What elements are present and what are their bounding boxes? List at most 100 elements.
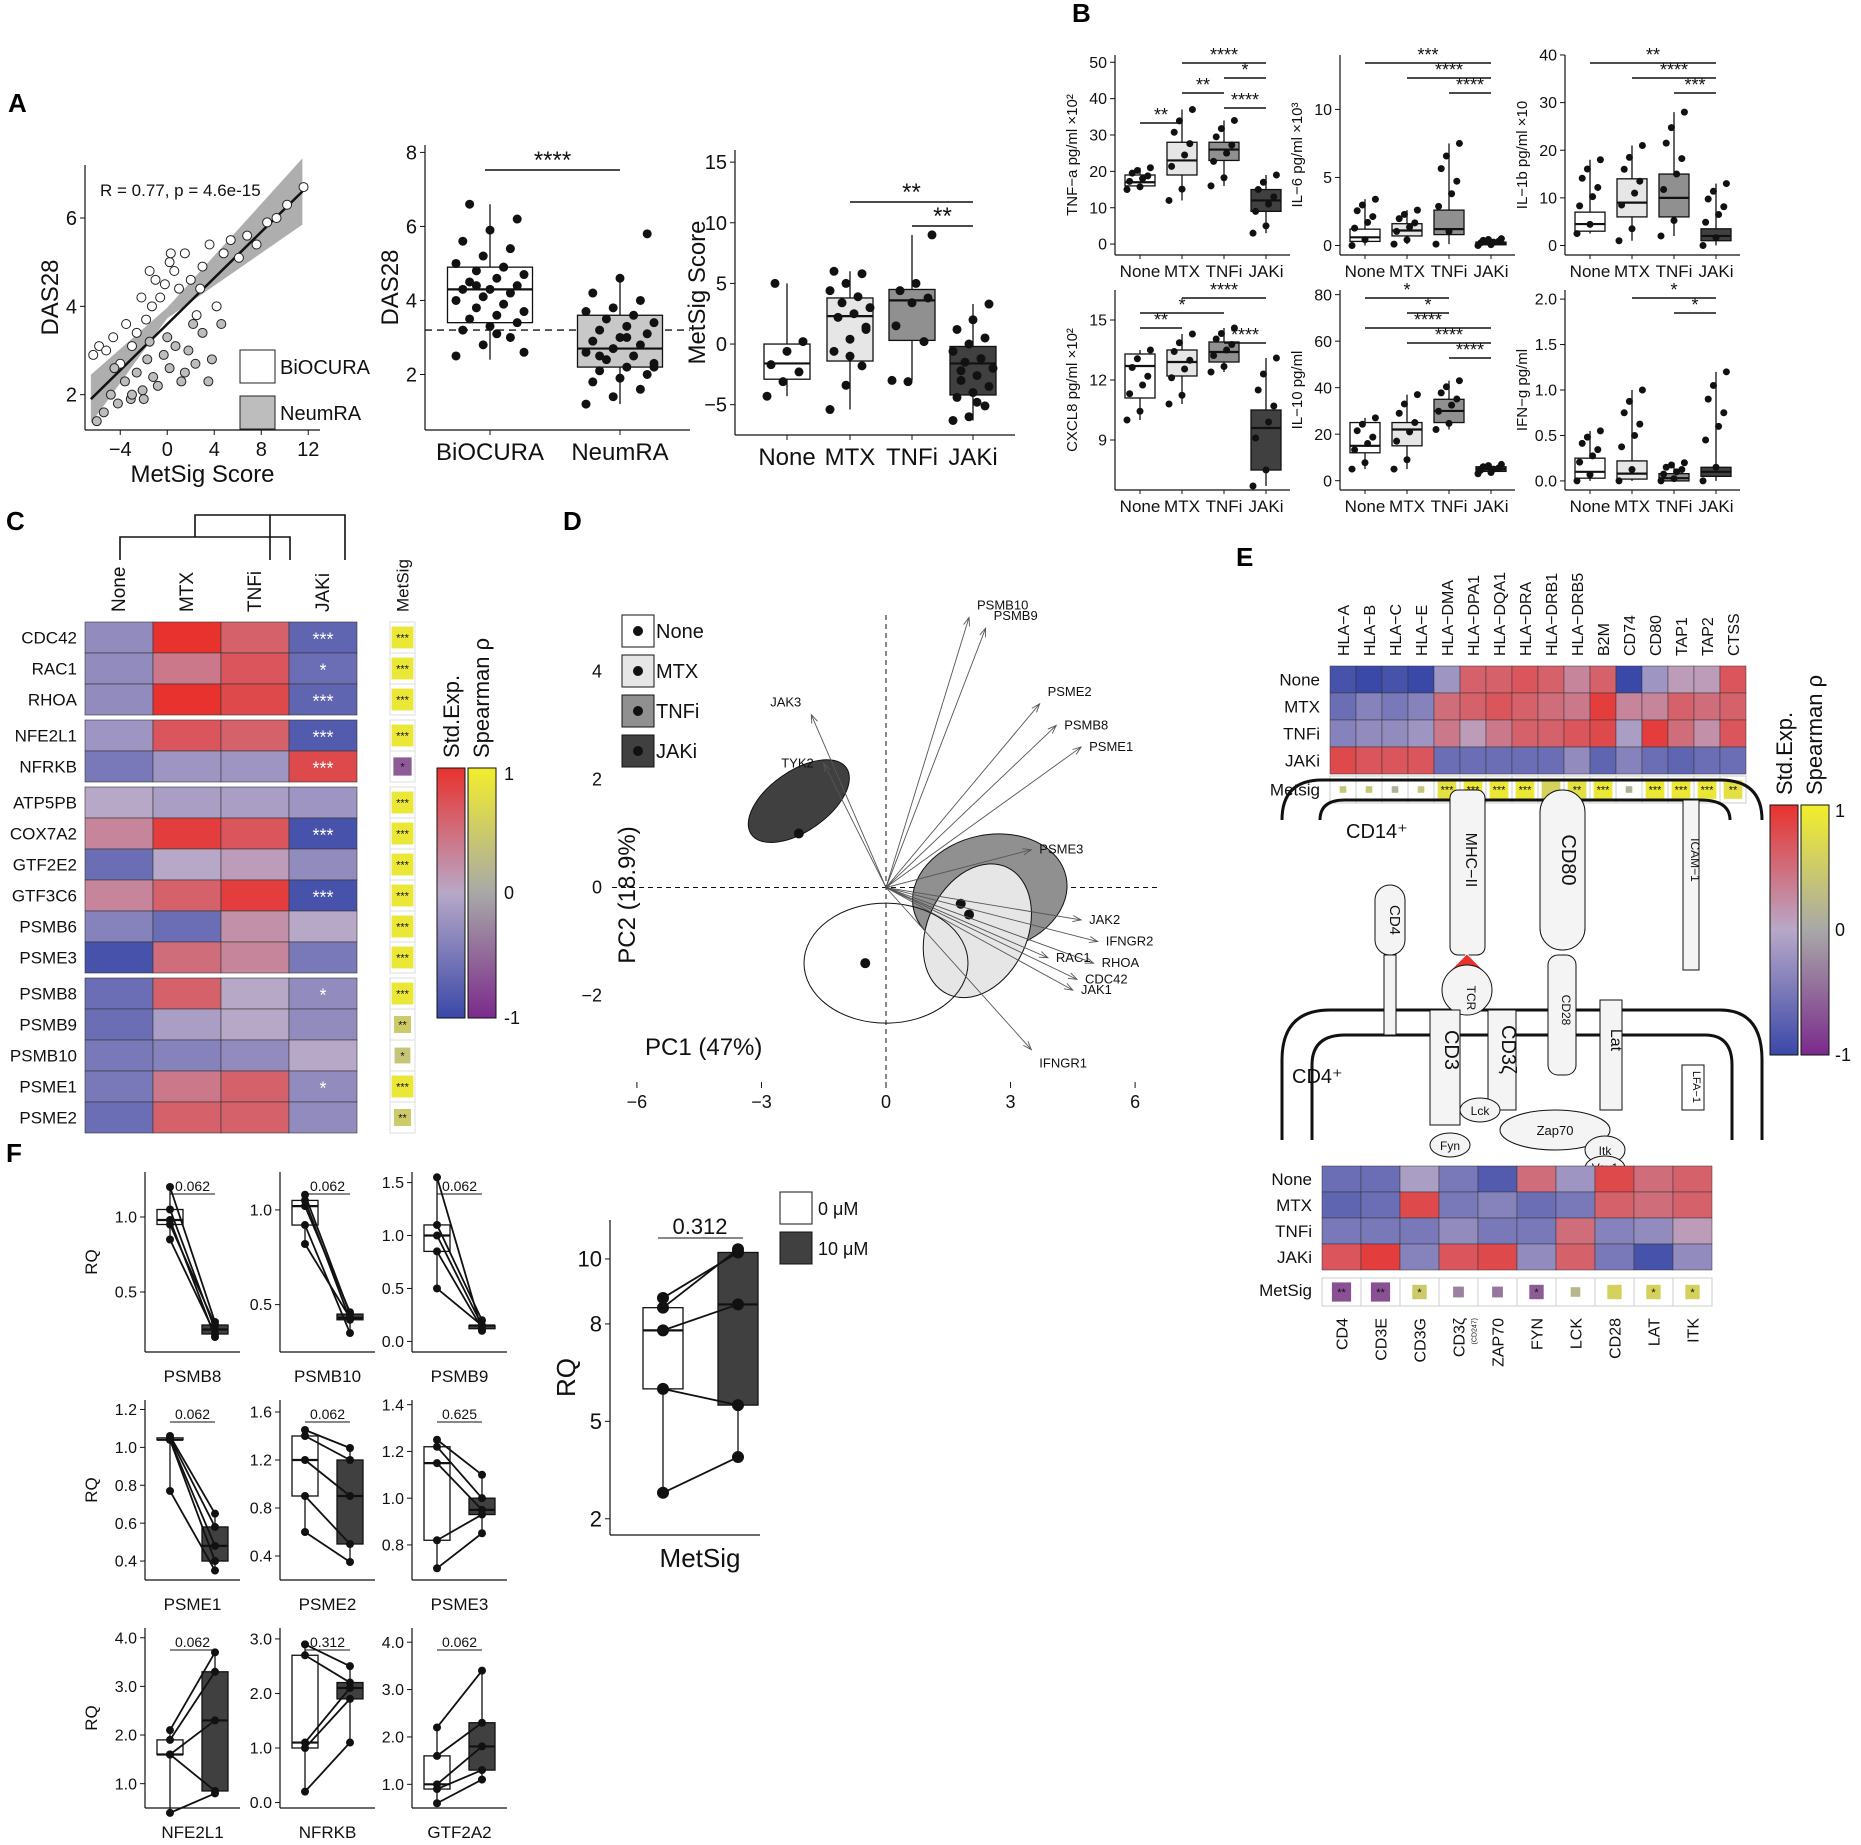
f-psme3-ytick-label: 1.2 bbox=[382, 1444, 404, 1461]
c-heat-cell bbox=[220, 910, 290, 943]
e-top-col-label: HLA−C bbox=[1388, 604, 1405, 656]
b3-point bbox=[1628, 225, 1636, 233]
e-bottom-heat-cell bbox=[1321, 1191, 1362, 1219]
c-row-label: RHOA bbox=[28, 691, 78, 710]
e-top-heat-cell bbox=[1433, 692, 1461, 721]
b5-xtick-label: MTX bbox=[1389, 497, 1425, 516]
b6-point bbox=[1715, 422, 1723, 430]
e-bottom-heat-cell bbox=[1477, 1191, 1518, 1219]
f-gtf2a2-point-0um bbox=[433, 1799, 441, 1808]
c-heat-cell bbox=[220, 941, 290, 974]
b1-point bbox=[1165, 196, 1173, 204]
f-metsig-point-10um bbox=[732, 1399, 744, 1412]
f-psme3-point-0um bbox=[433, 1536, 441, 1545]
e-top-heat-cell bbox=[1667, 692, 1695, 721]
a1-xtick-label: 4 bbox=[209, 439, 220, 461]
a3-xtick-label: MTX bbox=[825, 444, 876, 471]
c-corr-square bbox=[391, 1075, 414, 1098]
a1-ylabel: DAS28 bbox=[37, 259, 64, 335]
b3-point bbox=[1583, 165, 1591, 173]
a2-ylabel: DAS28 bbox=[377, 249, 404, 325]
b2-point bbox=[1400, 210, 1408, 218]
b2-point bbox=[1353, 207, 1361, 215]
e-legend-tick: 1 bbox=[1835, 801, 1845, 821]
a2-point bbox=[451, 258, 461, 268]
a2-point bbox=[622, 321, 632, 331]
b1-point bbox=[1186, 140, 1194, 148]
e-bottom-row-label: JAKi bbox=[1277, 1248, 1312, 1267]
b4-point bbox=[1272, 354, 1280, 362]
f-nfrkb-pair-line bbox=[304, 1687, 351, 1744]
b2-point bbox=[1479, 236, 1487, 244]
a1-ytick-label: 4 bbox=[66, 296, 77, 318]
e-bottom-col-label: CD3ζ bbox=[1452, 1318, 1469, 1357]
f-nfrkb-pair-line bbox=[304, 1643, 351, 1667]
f-nfe2l1-ylabel: RQ bbox=[82, 1705, 101, 1731]
a3-point bbox=[919, 337, 929, 347]
a2-point bbox=[635, 384, 645, 394]
a1-xtick-label: 8 bbox=[256, 439, 267, 461]
a3-point bbox=[825, 286, 835, 296]
a2-point bbox=[642, 369, 652, 379]
b4-point bbox=[1207, 368, 1215, 376]
e-top-heat-cell bbox=[1667, 746, 1695, 775]
c-heat-cell bbox=[220, 719, 290, 752]
e-top-corr-stars: ** bbox=[1729, 785, 1738, 797]
b2-point bbox=[1411, 219, 1419, 227]
b4-point bbox=[1254, 386, 1262, 394]
f-nfe2l1-pair-line bbox=[169, 1671, 216, 1741]
b5-point bbox=[1358, 420, 1366, 428]
b6-ytick-label: 0.5 bbox=[1535, 428, 1557, 445]
e-bottom-heat-cell bbox=[1672, 1217, 1713, 1245]
d-legend-dot bbox=[633, 626, 643, 636]
c-row-label: PSME3 bbox=[19, 949, 77, 968]
c-heat-cell bbox=[152, 817, 222, 850]
a2-point bbox=[642, 229, 652, 239]
d-legend-label-jaki: JAKi bbox=[656, 741, 697, 763]
loading-arrow bbox=[885, 703, 1040, 888]
c-heat-cell bbox=[288, 683, 358, 716]
a3-point bbox=[841, 278, 851, 288]
b3-point bbox=[1615, 237, 1623, 245]
e-top-heat-cell bbox=[1459, 692, 1487, 721]
centroid-jaki bbox=[793, 828, 804, 839]
b3-point bbox=[1631, 189, 1639, 197]
a3-point bbox=[798, 337, 808, 347]
b1-point bbox=[1254, 186, 1262, 194]
c-heat-cell bbox=[288, 1008, 358, 1041]
e-bottom-heat-cell bbox=[1516, 1243, 1557, 1271]
a2-point bbox=[465, 277, 475, 287]
f-gtf2a2-pair-line bbox=[436, 1670, 483, 1729]
scatter-point-biocura bbox=[165, 248, 176, 259]
label-icam: ICAM−1 bbox=[1688, 838, 1702, 882]
f-gtf2a2-p-value: 0.062 bbox=[442, 1634, 477, 1650]
c-heat-cell bbox=[220, 1101, 290, 1134]
b4-point bbox=[1175, 339, 1183, 347]
f-metsig-pair-line bbox=[662, 1303, 739, 1332]
b6-point bbox=[1704, 395, 1712, 403]
c-corr-square bbox=[391, 915, 414, 938]
label-lfa1: LFA−1 bbox=[1690, 1071, 1702, 1103]
f-psmb9-point-10um bbox=[478, 1321, 486, 1330]
f-psme1-pair-line bbox=[169, 1437, 216, 1528]
e-bottom-corr-square bbox=[1412, 1284, 1427, 1300]
a2-point bbox=[465, 314, 475, 324]
a3-point bbox=[857, 269, 867, 279]
scatter-point-neumra bbox=[112, 398, 123, 409]
scatter-point-biocura bbox=[108, 332, 119, 343]
a1-xlabel: MetSig Score bbox=[130, 461, 274, 488]
cd28-molecule bbox=[1547, 954, 1577, 1076]
f-nfe2l1-p-value: 0.062 bbox=[175, 1634, 210, 1650]
c-row-label: NFE2L1 bbox=[15, 727, 77, 746]
c-heat-cell bbox=[84, 977, 154, 1010]
b6-point bbox=[1680, 459, 1688, 467]
a2-point bbox=[505, 244, 515, 254]
b6-ytick-label: 2.0 bbox=[1535, 292, 1557, 309]
b6-ytick-label: 1.5 bbox=[1535, 337, 1557, 354]
c-legend-tick: -1 bbox=[504, 1008, 520, 1028]
loading-arrow bbox=[885, 746, 1082, 888]
e-bottom-heat-cell bbox=[1438, 1243, 1479, 1271]
b3-point bbox=[1678, 155, 1686, 163]
b6-xtick-label: JAKi bbox=[1699, 497, 1734, 516]
b5-point bbox=[1351, 446, 1359, 454]
